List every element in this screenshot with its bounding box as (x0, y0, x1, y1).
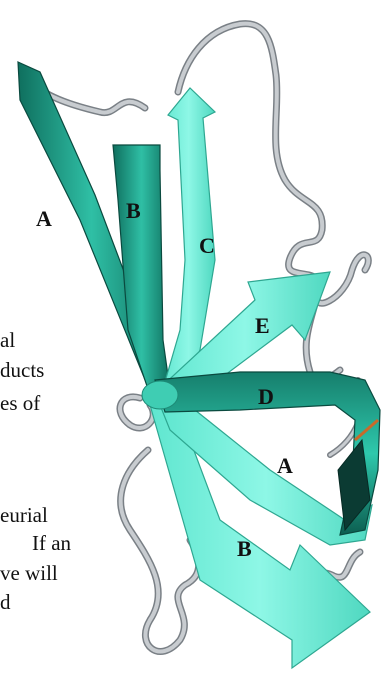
strand-label-d: D (258, 384, 274, 409)
text-fragment: eurial (0, 505, 48, 526)
strand-label-c: C (199, 233, 215, 258)
text-fragment: ducts (0, 360, 44, 381)
strand-label-b-lower: B (237, 536, 252, 561)
text-fragment: ve will (0, 563, 58, 584)
strand-label-a-lower: A (277, 453, 293, 478)
strand-label-a-left: A (36, 206, 52, 231)
text-fragment: es of (0, 393, 40, 414)
strand-label-e: E (255, 313, 270, 338)
text-fragment: d (0, 592, 11, 613)
strand-label-b-upper: B (126, 198, 141, 223)
text-fragment: al (0, 330, 15, 351)
text-fragment: If an (32, 533, 71, 554)
junction (142, 381, 178, 409)
